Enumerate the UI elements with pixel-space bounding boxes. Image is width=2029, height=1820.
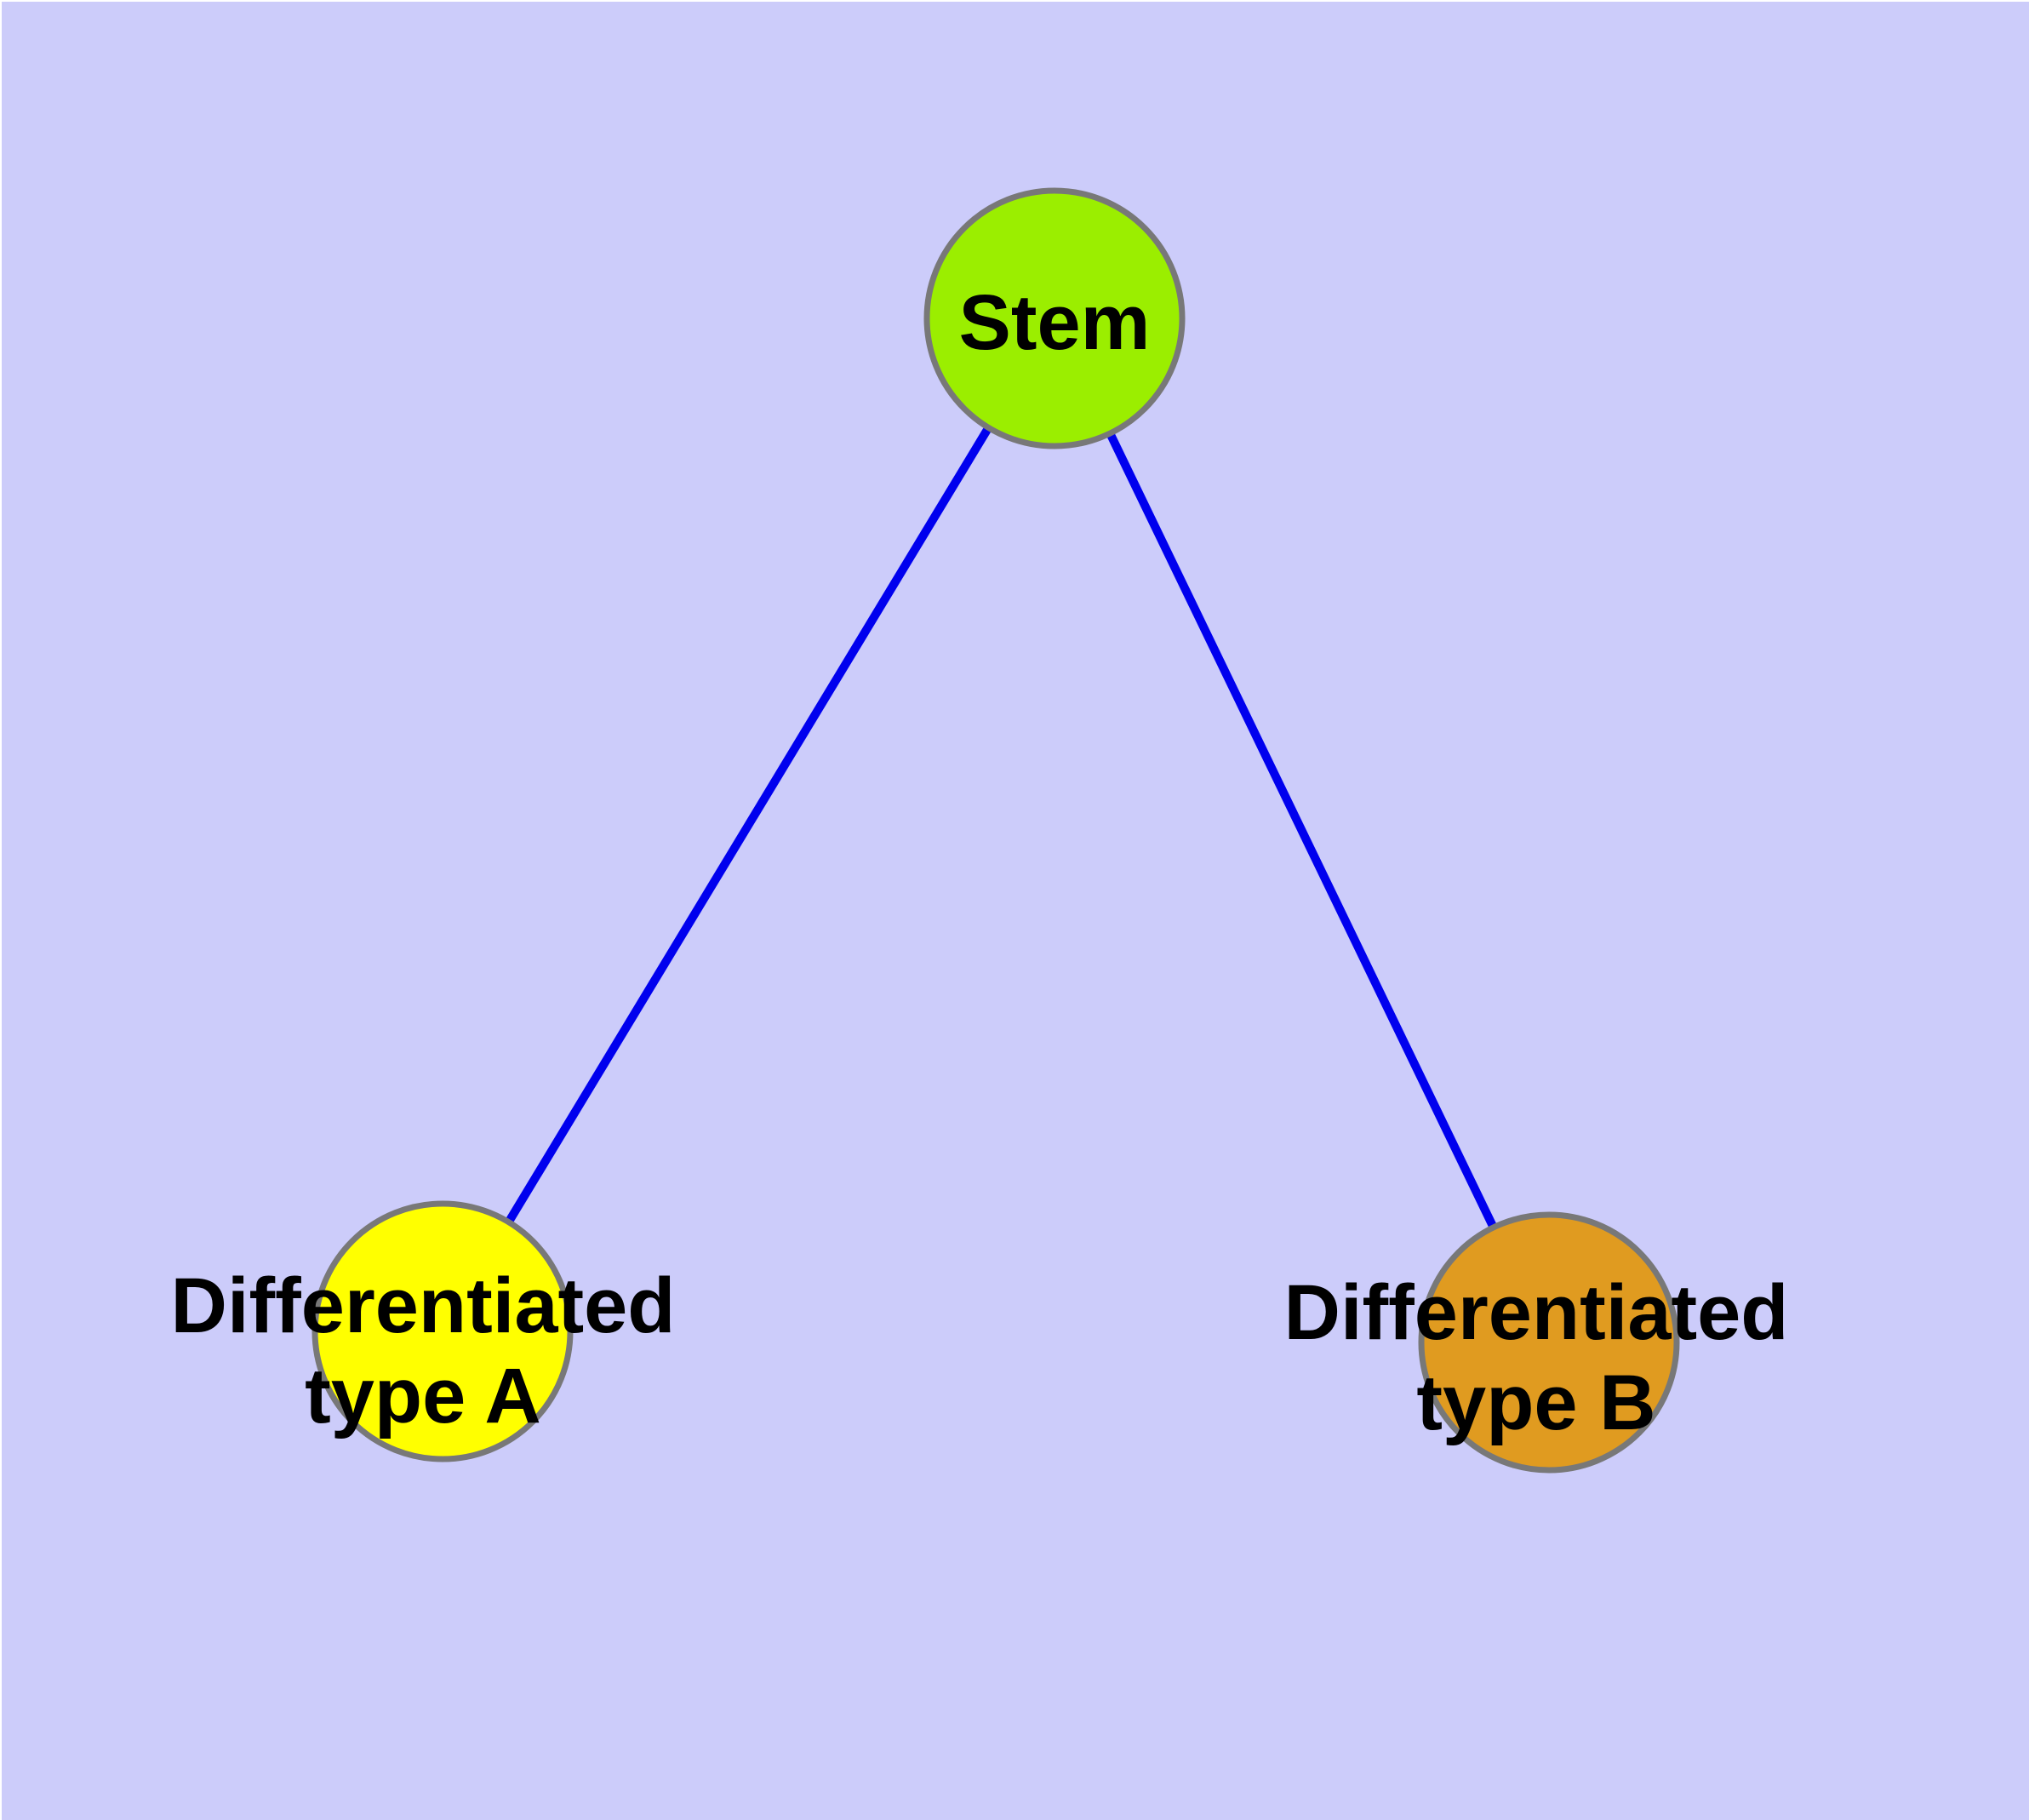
node-differentiated-type-b	[1418, 1211, 1680, 1474]
node-stem	[923, 187, 1186, 449]
edge-stem-to-type-a	[438, 316, 1059, 1334]
edge-stem-to-type-b	[1050, 316, 1553, 1345]
node-differentiated-type-a	[311, 1200, 574, 1462]
